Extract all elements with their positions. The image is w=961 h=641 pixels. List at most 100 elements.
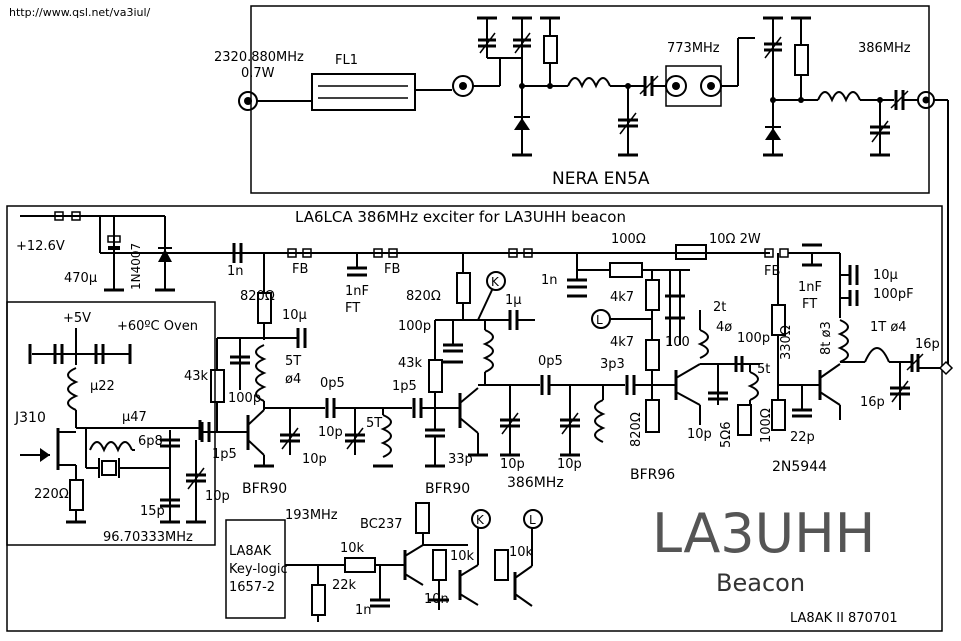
- supply-voltage: +12.6V: [16, 239, 65, 254]
- power-supply: +12.6V 470µ 1N4007: [16, 211, 278, 292]
- c10p-b-label: 10p: [318, 425, 343, 440]
- l-terminal-1-label: L: [596, 313, 603, 327]
- output-node: [938, 360, 954, 376]
- ft-b-label: FT: [802, 297, 817, 312]
- c100p-c-label: 100p: [398, 319, 431, 334]
- xtal-frequency-label: 96.70333MHz: [103, 530, 193, 545]
- keylogic-c1n-label: 1n: [355, 603, 372, 618]
- fb1-label: FB: [292, 262, 308, 277]
- c1nf-a-label: 1nF: [345, 284, 369, 299]
- r820c-label: 820Ω: [629, 412, 644, 447]
- input-power: 0.7W: [241, 66, 275, 81]
- c0p5-b-label: 0p5: [538, 354, 563, 369]
- title-subtitle: Beacon: [716, 569, 805, 597]
- freq-386-top: 386MHz: [858, 41, 911, 56]
- r220-label: 220Ω: [34, 487, 69, 502]
- input-frequency: 2320.880MHz: [214, 50, 304, 65]
- filter-label: FL1: [335, 53, 358, 68]
- c100pf-label: 100pF: [873, 287, 914, 302]
- keylogic-box: [225, 519, 286, 619]
- r820a-label: 820Ω: [240, 289, 275, 304]
- c16p-b-label: 16p: [860, 395, 885, 410]
- c6p8-label: 6p8: [138, 434, 163, 449]
- c1p5-b-label: 1p5: [392, 379, 417, 394]
- l22-label: µ22: [90, 379, 115, 394]
- keylogic-block: 193MHz LA8AK Key-logic 1657-2 10k 22k 1n…: [229, 502, 543, 622]
- j310-label: J310: [14, 410, 46, 426]
- keylogic-line3: 1657-2: [229, 580, 275, 595]
- c3p3-label: 3p3: [600, 357, 625, 372]
- q3-label: BFR96: [630, 467, 675, 483]
- c10p-e-label: 10p: [687, 427, 712, 442]
- r10-label: 10Ω 2W: [709, 232, 761, 247]
- k-terminal-1: [486, 271, 506, 291]
- c10p-d-label: 10p: [557, 457, 582, 472]
- t1-label: 1T ø4: [870, 320, 907, 335]
- r43k-b-label: 43k: [398, 356, 423, 371]
- crystal-icon: [101, 460, 117, 476]
- r100-label: 100Ω: [611, 232, 646, 247]
- r43k-a-label: 43k: [184, 369, 209, 384]
- c22p-label: 22p: [790, 430, 815, 445]
- url-text: http://www.qsl.net/va3iul/: [9, 6, 151, 19]
- c0p5-a-label: 0p5: [320, 376, 345, 391]
- resistor-top: [543, 35, 558, 64]
- c1p5-a-label: 1p5: [212, 447, 237, 462]
- nera-title: NERA EN5A: [552, 169, 650, 189]
- c16p-a-label: 16p: [915, 337, 940, 352]
- r100b-label: 100Ω: [759, 408, 774, 443]
- r330-label: 330Ω: [779, 325, 794, 360]
- phi4a-label: 4ø: [716, 320, 732, 335]
- oscillator-block: +5V +60ºC Oven µ22 J310 µ47 6p8 220Ω: [14, 311, 230, 545]
- c1nf-b-label: 1nF: [798, 280, 822, 295]
- plus5-label: +5V: [63, 311, 91, 326]
- osc-c10p-label: 10p: [205, 489, 230, 504]
- keylogic-line1: LA8AK: [229, 544, 272, 559]
- t5a-label: 5T: [285, 354, 301, 369]
- c15p-label: 15p: [140, 504, 165, 519]
- t5c-label: 5t: [757, 362, 770, 377]
- fb3-label: FB: [764, 264, 780, 279]
- r5-6-label: 5Ω6: [719, 422, 734, 448]
- oven-label: +60ºC Oven: [117, 319, 198, 334]
- inductor-top-1: [567, 77, 611, 89]
- k-terminal-2-label: K: [476, 513, 485, 527]
- q4-label: 2N5944: [772, 459, 827, 475]
- c10p-a-label: 10p: [302, 452, 327, 467]
- title-credit: LA8AK II 870701: [790, 611, 898, 626]
- diode-label: 1N4007: [129, 243, 143, 290]
- oscillator-frame: [6, 301, 216, 546]
- r4k7a-label: 4k7: [610, 290, 634, 305]
- freq-386-label: 386MHz: [507, 475, 564, 491]
- c10p-c-label: 10p: [500, 457, 525, 472]
- r10k-a-label: 10k: [340, 541, 365, 556]
- ft-a-label: FT: [345, 301, 360, 316]
- fb2-label: FB: [384, 262, 400, 277]
- inductor-top-2: [817, 91, 861, 103]
- r22k-label: 22k: [332, 578, 357, 593]
- r10k-b-label: 10k: [450, 549, 475, 564]
- l-terminal-2-label: L: [529, 513, 536, 527]
- main-title: LA6LCA 386MHz exciter for LA3UHH beacon: [295, 208, 626, 226]
- c470-label: 470µ: [64, 271, 97, 286]
- c10u-a-label: 10µ: [873, 268, 898, 283]
- c100p-a-label: 100p: [737, 331, 770, 346]
- k-terminal-2: [471, 509, 491, 529]
- c33p-label: 33p: [448, 452, 473, 467]
- r820b-label: 820Ω: [406, 289, 441, 304]
- phi4b-label: ø4: [285, 372, 301, 387]
- c1n-a-label: 1n: [227, 264, 244, 279]
- c100p-b-label: 100p: [228, 391, 261, 406]
- top-box: 2320.880MHz 0.7W FL1: [214, 16, 949, 368]
- t2-label: 2t: [713, 300, 726, 315]
- resistor-top-2: [794, 44, 809, 76]
- r4k7b-label: 4k7: [610, 335, 634, 350]
- c100-a-label: 100: [665, 335, 690, 350]
- r10k-c-label: 10k: [509, 545, 534, 560]
- filter-fl1: [311, 73, 416, 111]
- t8-label: 8t ø3: [819, 321, 834, 355]
- top-box-frame: [250, 5, 930, 194]
- c1u-label: 1µ: [505, 293, 522, 308]
- c10u-b-label: 10µ: [282, 308, 307, 323]
